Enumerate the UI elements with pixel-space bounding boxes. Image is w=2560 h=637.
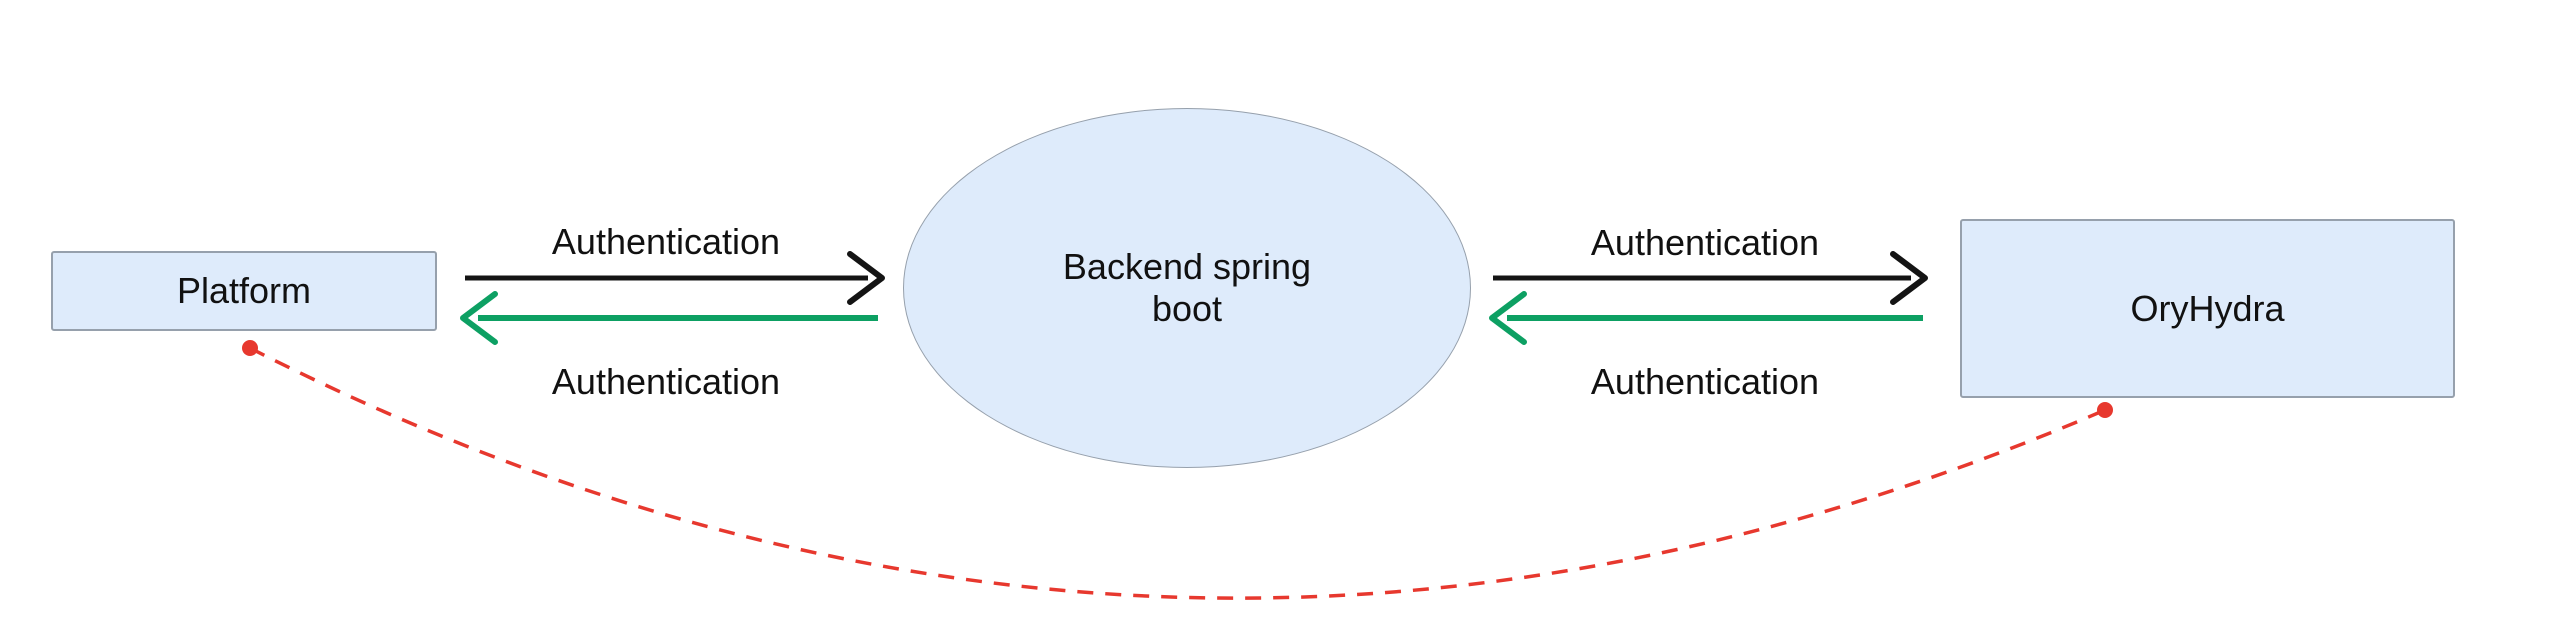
node-backend-label-line1: Backend spring [1062, 246, 1312, 287]
auth-arrow-backend-to-oryhydra [1493, 251, 1928, 305]
auth-arrow-backend-to-platform [460, 291, 878, 345]
node-backend-label-line2: boot [1151, 288, 1223, 329]
node-oryhydra-label: OryHydra [2130, 287, 2285, 329]
edge-label-backend-to-platform: Authentication [551, 361, 781, 402]
auth-arrow-oryhydra-to-backend [1489, 291, 1923, 345]
edge-label-oryhydra-to-backend: Authentication [1590, 361, 1820, 402]
link-endpoint-dot-platform [242, 340, 258, 356]
node-platform-label: Platform [176, 270, 312, 311]
edge-label-backend-to-oryhydra: Authentication [1590, 222, 1820, 263]
node-oryhydra: OryHydra [1960, 219, 2455, 398]
node-platform: Platform [51, 251, 437, 331]
dashed-link-platform-oryhydra [242, 340, 2113, 600]
node-backend-spring-boot: Backend spring boot [903, 108, 1471, 468]
node-backend-label: Backend spring boot [1063, 246, 1311, 330]
auth-arrow-platform-to-backend [465, 251, 885, 305]
edge-label-platform-to-backend: Authentication [551, 221, 781, 262]
link-endpoint-dot-oryhydra [2097, 402, 2113, 418]
